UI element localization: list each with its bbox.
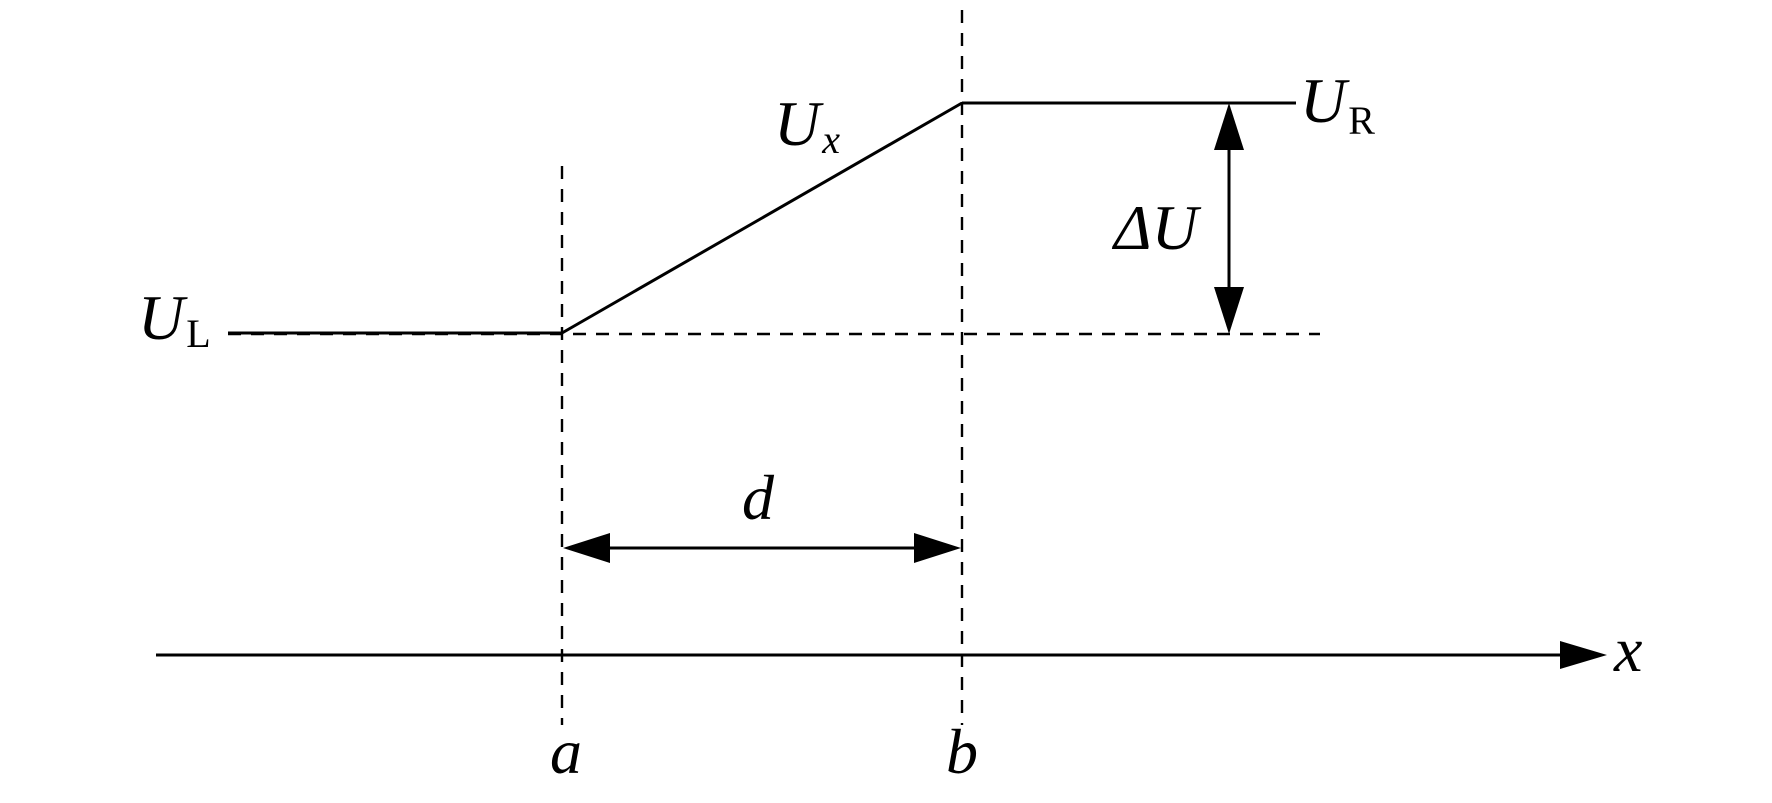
u-left-label: UL [138,282,211,356]
u-left-label-main: U [138,282,188,353]
u-x-label-sub: x [821,117,840,162]
u-right-label: UR [1300,65,1375,143]
u-x-label: Ux [774,88,840,162]
distance-arrow-head-left [563,533,610,563]
u-right-label-main: U [1300,65,1350,136]
distance-label: d [742,462,775,533]
delta-u-arrow-head-up [1214,103,1244,150]
delta-u-arrow-head-down [1214,287,1244,334]
u-x-ramp [561,101,963,335]
point-a-label: a [550,716,582,787]
u-right-label-sub: R [1348,98,1375,143]
x-axis-arrow-head [1560,641,1607,669]
u-left-label-sub: L [186,311,210,356]
delta-u-label: ΔU [1111,192,1202,263]
x-axis-label: x [1613,614,1642,685]
u-x-label-main: U [774,88,824,159]
distance-arrow-head-right [914,533,961,563]
point-b-label: b [946,716,978,787]
